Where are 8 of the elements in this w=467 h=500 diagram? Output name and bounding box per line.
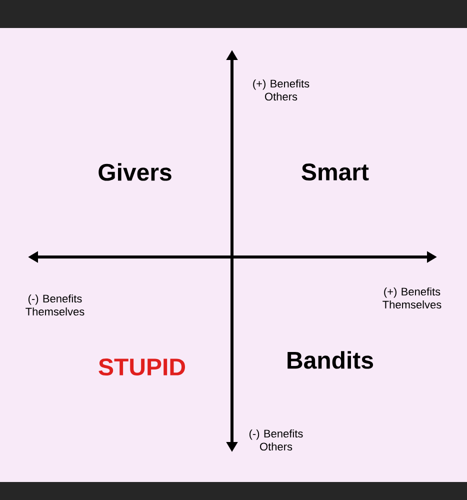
quadrant-label: Smart: [302, 164, 369, 180]
quadrant-label: Givers: [98, 163, 172, 181]
quadrant-label: Bandits: [288, 351, 374, 369]
axis-label: (-) Benefits Others: [249, 429, 303, 451]
axis-label: (-) Benefits Themselves: [26, 294, 84, 316]
axis-label: (+) Benefits Others: [253, 79, 310, 101]
axis-label: (+) Benefits Themselves: [382, 287, 442, 309]
quadrant-label: STUPID: [98, 358, 185, 376]
